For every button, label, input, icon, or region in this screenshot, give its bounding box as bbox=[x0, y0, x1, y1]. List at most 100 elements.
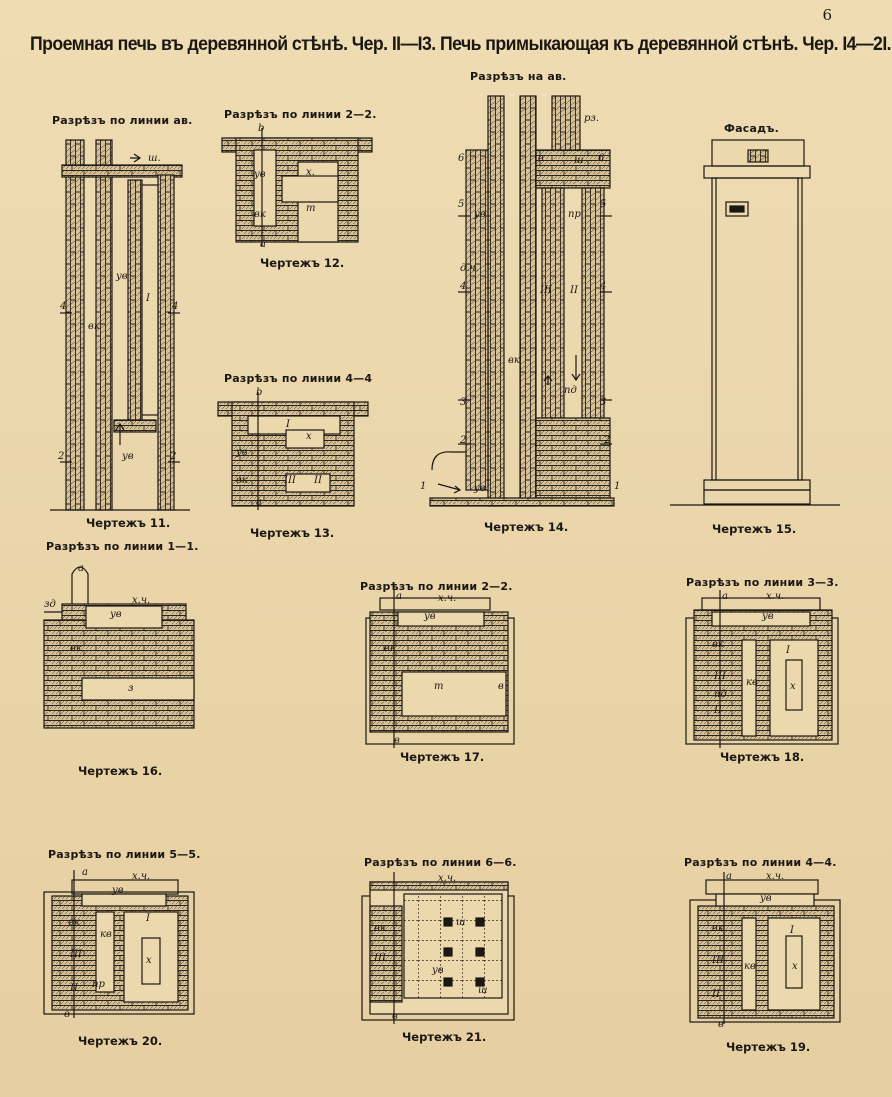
mark-f20-7: х bbox=[146, 955, 152, 966]
section-label-21: Разрѣзъ по линии 6—6. bbox=[364, 856, 517, 869]
mark-f20-8: II bbox=[70, 983, 78, 994]
drawing-11 bbox=[50, 139, 190, 511]
caption-17: Чертежъ 17. bbox=[400, 750, 485, 764]
caption-13: Чертежъ 13. bbox=[250, 526, 335, 540]
mark-f18-3: вк bbox=[712, 639, 724, 650]
mark-f13-6: II bbox=[314, 475, 322, 486]
mark-f14-5: 5 bbox=[458, 199, 465, 210]
mark-f20-4: кв bbox=[100, 929, 112, 940]
mark-f20-0: a bbox=[82, 867, 88, 878]
mark-f14-3: в bbox=[538, 153, 544, 164]
mark-f12-3: вк bbox=[254, 209, 266, 220]
mark-f21-0: х.ч. bbox=[438, 873, 457, 884]
mark-f20-9: пр bbox=[92, 979, 105, 990]
mark-f16-1: зд bbox=[44, 599, 56, 610]
mark-f18-4: I bbox=[786, 645, 790, 656]
caption-16: Чертежъ 16. bbox=[78, 764, 163, 778]
drawing-13 bbox=[217, 392, 369, 510]
mark-f20-10: в bbox=[64, 1009, 70, 1020]
mark-f21-2: ш bbox=[456, 917, 466, 928]
mark-f18-9: II bbox=[714, 705, 722, 716]
mark-f17-3: вк bbox=[384, 643, 396, 654]
mark-f20-2: ув bbox=[112, 885, 124, 896]
mark-f12-4: т bbox=[306, 203, 316, 214]
drawing-19 bbox=[689, 872, 841, 1024]
mark-f18-2: ув bbox=[762, 611, 774, 622]
mark-f14-15: пд bbox=[564, 385, 577, 396]
drawing-20 bbox=[43, 870, 195, 1018]
section-label-16: Разрѣзъ по линии 1—1. bbox=[46, 540, 199, 553]
drawing-17 bbox=[365, 590, 515, 748]
mark-f21-5: ш bbox=[478, 985, 488, 996]
mark-f16-3: ув bbox=[110, 609, 122, 620]
mark-f19-1: х.ч. bbox=[766, 871, 785, 882]
mark-f14-20: ув bbox=[474, 483, 486, 494]
caption-11: Чертежъ 11. bbox=[86, 516, 171, 530]
mark-f19-3: вк bbox=[712, 923, 724, 934]
mark-f18-0: a bbox=[722, 591, 728, 602]
mark-f17-4: т bbox=[434, 681, 444, 692]
mark-f14-0: рз. bbox=[584, 113, 600, 124]
mark-f14-22: 1 bbox=[614, 481, 621, 492]
section-label-18: Разрѣзъ по линии 3—3. bbox=[686, 576, 839, 589]
mark-f14-2: 6 bbox=[598, 153, 605, 164]
mark-f14-11: 4 bbox=[600, 281, 607, 292]
mark-f19-4: I bbox=[790, 925, 794, 936]
mark-f19-5: III bbox=[712, 955, 724, 966]
drawing-14 bbox=[429, 95, 615, 507]
mark-f19-7: х bbox=[792, 961, 798, 972]
mark-f19-9: в bbox=[718, 1019, 724, 1030]
mark-f14-21: 1 bbox=[420, 481, 427, 492]
caption-12: Чертежъ 12. bbox=[260, 256, 345, 270]
mark-f17-1: х.ч. bbox=[438, 593, 457, 604]
mark-f16-2: х.ч. bbox=[132, 595, 151, 606]
section-label-19: Разрѣзъ по линии 4—4. bbox=[684, 856, 837, 869]
mark-f14-17: 3 bbox=[600, 397, 607, 408]
drawing-21 bbox=[361, 872, 515, 1024]
mark-f16-5: з bbox=[128, 683, 134, 694]
mark-f21-6: в bbox=[392, 1011, 398, 1022]
caption-19: Чертежъ 19. bbox=[726, 1040, 811, 1054]
mark-f21-1: вк bbox=[374, 923, 386, 934]
mark-f19-0: a bbox=[726, 871, 732, 882]
mark-f13-1: I bbox=[286, 419, 290, 430]
mark-f19-8: II bbox=[712, 989, 720, 1000]
mark-f19-6: кв bbox=[744, 961, 756, 972]
mark-f12-2: х. bbox=[306, 167, 315, 178]
mark-f17-0: a bbox=[396, 591, 402, 602]
mark-f11-7: 2 bbox=[58, 451, 65, 462]
drawing-16 bbox=[43, 566, 195, 729]
mark-f13-4: вк bbox=[236, 475, 248, 486]
mark-f14-6: 5 bbox=[600, 199, 607, 210]
mark-f14-1: 6 bbox=[458, 153, 465, 164]
mark-f14-4: ш bbox=[574, 155, 584, 166]
mark-f13-2: х bbox=[306, 431, 312, 442]
mark-f11-4: ув bbox=[122, 451, 134, 462]
mark-f18-6: кв bbox=[746, 677, 758, 688]
drawing-12 bbox=[221, 128, 373, 246]
mark-f14-18: 2 bbox=[460, 435, 467, 446]
mark-f14-7: ув bbox=[474, 209, 486, 220]
section-label-20: Разрѣзъ по линии 5—5. bbox=[48, 848, 201, 861]
mark-f11-1: ув bbox=[116, 271, 128, 282]
mark-f17-5: в bbox=[498, 681, 504, 692]
section-label-17: Разрѣзъ по линии 2—2. bbox=[360, 580, 513, 593]
mark-f13-0: b bbox=[256, 387, 263, 398]
mark-f16-4: вк bbox=[70, 643, 82, 654]
mark-f11-5: 4 bbox=[60, 301, 67, 312]
mark-f11-6: 4 bbox=[172, 301, 179, 312]
section-label-13: Разрѣзъ по линии 4—4 bbox=[224, 372, 373, 385]
mark-f14-10: 4 bbox=[460, 281, 467, 292]
page-number: 6 bbox=[822, 6, 832, 24]
caption-18: Чертежъ 18. bbox=[720, 750, 805, 764]
mark-f17-6: в bbox=[394, 735, 400, 746]
section-label-11: Разрѣзъ по линии ав. bbox=[52, 114, 193, 127]
mark-f20-6: III bbox=[70, 949, 82, 960]
mark-f18-1: х.ч. bbox=[766, 591, 785, 602]
mark-f14-9: д.ч. bbox=[460, 263, 479, 274]
mark-f20-5: I bbox=[146, 913, 150, 924]
mark-f11-2: вк bbox=[88, 321, 100, 332]
mark-f14-12: III bbox=[540, 285, 552, 296]
mark-f17-2: ув bbox=[424, 611, 436, 622]
section-label-15: Фасадъ. bbox=[724, 122, 780, 135]
